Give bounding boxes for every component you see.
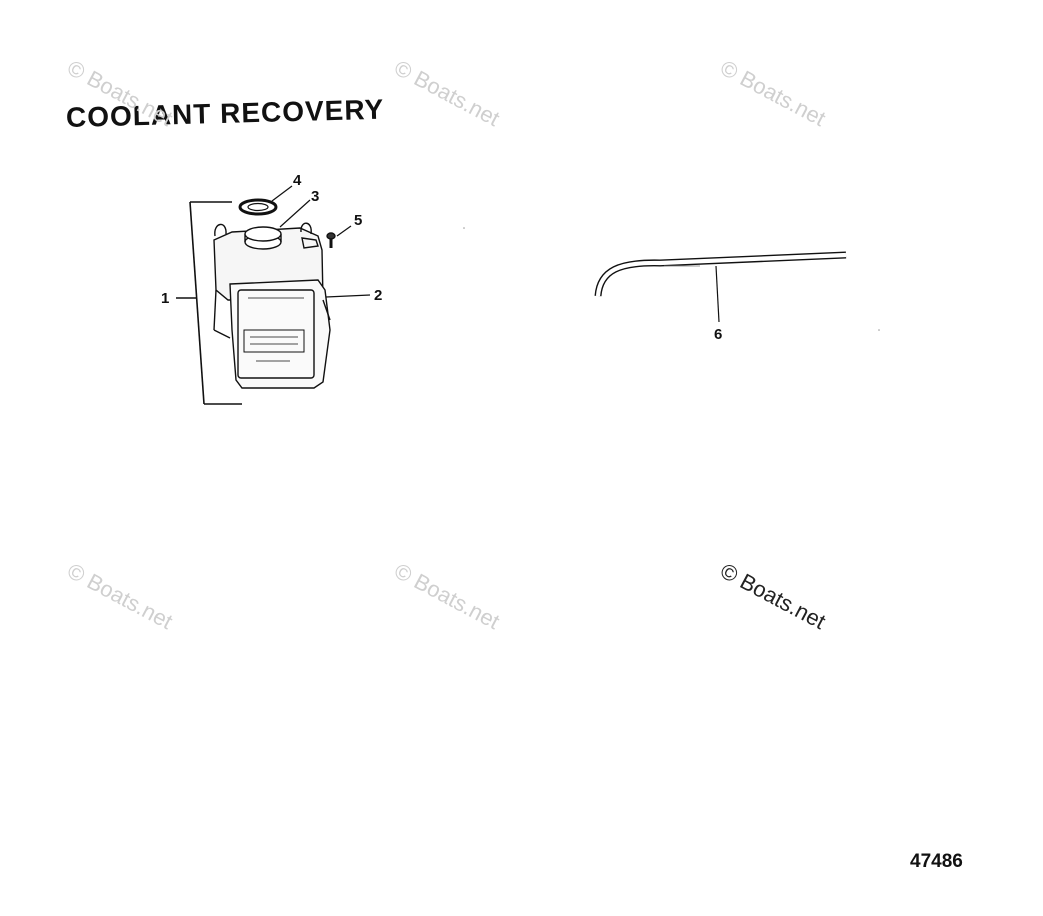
- recovery-tank: [213, 222, 331, 389]
- mounting-screw: [326, 232, 336, 248]
- callout-2: 2: [374, 287, 382, 304]
- bracket-item-1: [176, 201, 242, 405]
- callout-1: 1: [161, 290, 169, 307]
- cap-gasket: [238, 198, 278, 216]
- leader-lines: [271, 185, 720, 323]
- filler-cap: [244, 226, 282, 250]
- figure-number: 47486: [910, 851, 963, 872]
- overflow-hose: [594, 251, 847, 297]
- callout-3: 3: [311, 188, 319, 205]
- callout-6: 6: [714, 326, 722, 343]
- callout-4: 4: [293, 172, 302, 189]
- callout-5: 5: [354, 212, 362, 229]
